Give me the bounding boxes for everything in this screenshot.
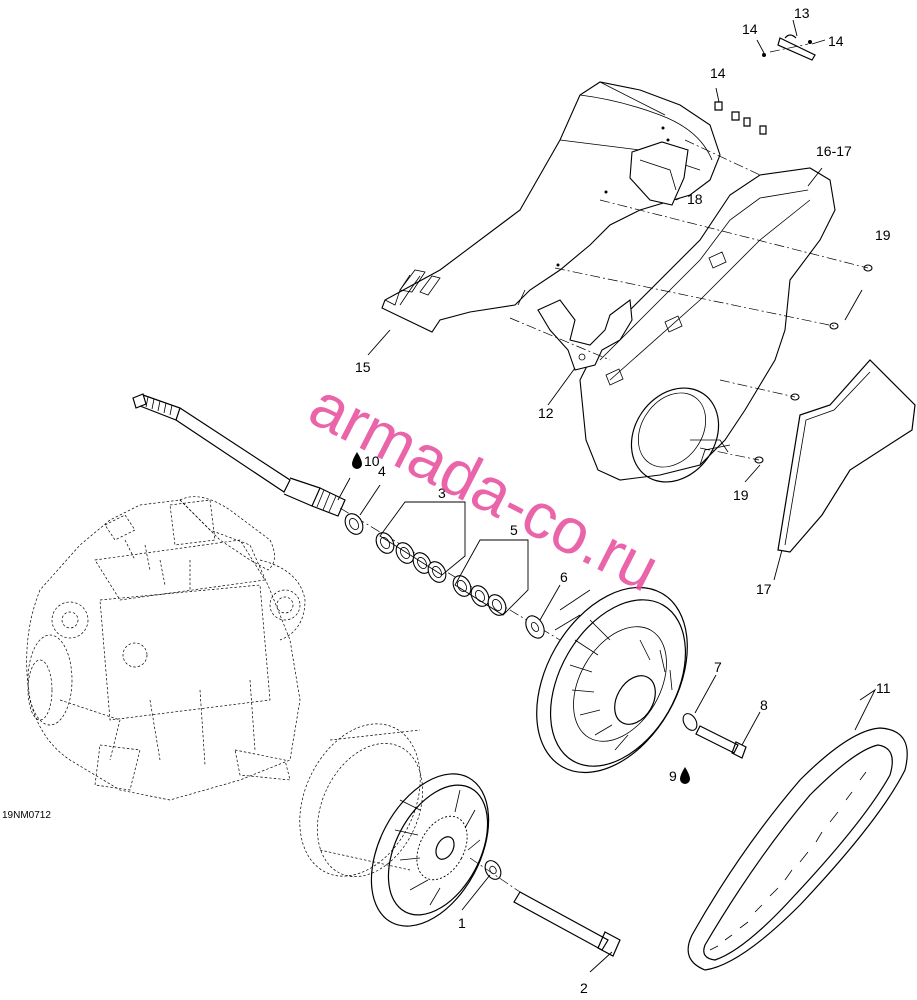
drive-shaft	[132, 393, 561, 641]
callout-16-17: 16-17	[816, 143, 852, 159]
callout-19-lower: 19	[733, 487, 749, 503]
callout-17: 17	[756, 581, 772, 597]
callout-11: 11	[876, 680, 891, 696]
washer-1	[484, 860, 502, 880]
callout-3: 3	[438, 485, 446, 501]
callout-10: 10	[364, 453, 380, 469]
oil-drop-icon	[680, 767, 690, 784]
bracket-12	[537, 298, 633, 371]
callout-12: 12	[538, 405, 554, 421]
belt-cover-outer	[579, 167, 836, 483]
drive-belt	[687, 727, 908, 971]
callout-15: 15	[355, 359, 371, 375]
shims-3	[375, 532, 447, 583]
callout-18: 18	[687, 191, 703, 207]
callout-9: 9	[669, 768, 677, 784]
oil-drop-icon	[352, 452, 362, 469]
callout-8: 8	[760, 697, 768, 713]
callout-1: 1	[458, 915, 466, 931]
drive-pulley	[299, 723, 490, 927]
callout-14-screws: 14	[710, 65, 726, 81]
cover-seal-17	[777, 359, 916, 553]
callout-2: 2	[580, 980, 588, 996]
driven-pulley	[536, 586, 688, 774]
bracket-18	[629, 141, 689, 206]
bolt-2	[469, 857, 621, 957]
bolt-8	[695, 725, 747, 759]
washer-4	[344, 513, 364, 535]
callout-4: 4	[378, 463, 386, 479]
latch-13	[777, 34, 816, 61]
washer-7	[682, 713, 698, 731]
engine-phantom	[26, 496, 306, 801]
callout-5: 5	[510, 522, 518, 538]
callout-14-top-left: 14	[742, 21, 758, 37]
callout-13: 13	[794, 5, 810, 21]
callout-14-top-right: 14	[828, 33, 844, 49]
callout-7: 7	[714, 659, 722, 675]
washer-6	[525, 615, 545, 639]
assembly-lines	[509, 43, 869, 461]
callout-19-upper: 19	[875, 227, 891, 243]
screws-14	[714, 40, 812, 135]
leader-lines	[337, 19, 877, 973]
callout-6: 6	[560, 569, 568, 585]
reference-code: 19NM0712	[2, 810, 51, 821]
